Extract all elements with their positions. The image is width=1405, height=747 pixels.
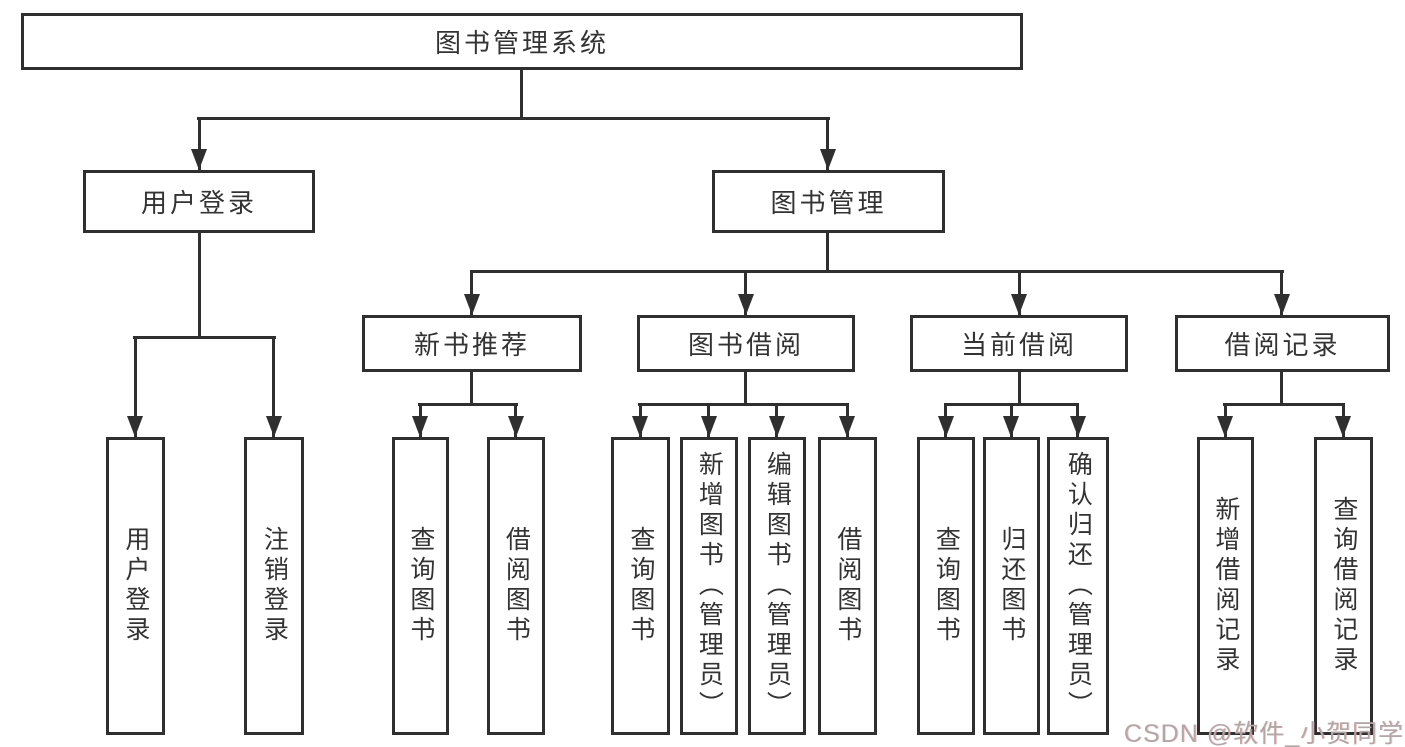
leaf-label: 借阅图书 [502,526,531,646]
connector-line [133,336,276,339]
leaf-add-borrow-record: 新增借阅记录 [1197,437,1254,735]
connector-line [638,403,849,406]
leaf-label: 注销登录 [260,526,289,646]
connector-line [198,233,201,337]
arrow-down-icon [1070,416,1086,437]
connector-line [744,372,747,404]
arrow-down-icon [191,149,207,170]
leaf-borrow-books: 借阅图书 [818,437,877,735]
connector-line [944,403,1079,406]
connector-line [470,372,473,404]
leaf-edit-books-admin: 编辑图书（管理员） [748,437,806,735]
connector-line [744,271,747,315]
arrow-down-icon [820,149,836,170]
connector-line [197,117,830,120]
leaf-label: 查询图书 [626,526,655,646]
connector-line [520,70,523,118]
arrow-down-icon [632,416,648,437]
connector-line [272,337,275,437]
leaf-query-books-recommend: 查询图书 [392,437,449,735]
arrow-down-icon [738,294,754,315]
connector-line [134,337,137,437]
leaf-query-borrow-record: 查询借阅记录 [1314,437,1373,735]
leaf-borrow-books-recommend: 借阅图书 [487,437,545,735]
leaf-add-books-admin: 新增图书（管理员） [680,437,738,735]
node-book-borrow: 图书借阅 [637,315,855,372]
leaf-query-books-borrow: 查询图书 [611,437,670,735]
arrow-down-icon [127,416,143,437]
arrow-down-icon [508,416,524,437]
arrow-down-icon [266,416,282,437]
node-new-book-recommend: 新书推荐 [362,315,582,372]
leaf-label: 查询借阅记录 [1329,496,1358,676]
leaf-label: 用户登录 [121,526,150,646]
arrow-down-icon [1217,416,1233,437]
leaf-label: 新增借阅记录 [1211,496,1240,676]
node-root: 图书管理系统 [21,13,1023,70]
leaf-label: 查询图书 [932,526,961,646]
leaf-return-books: 归还图书 [983,437,1040,735]
node-book-management: 图书管理 [712,170,945,233]
connector-line [198,118,201,170]
arrow-down-icon [701,416,717,437]
leaf-label: 归还图书 [997,526,1026,646]
arrow-down-icon [1011,294,1027,315]
leaf-user-login: 用户登录 [106,437,165,735]
arrow-down-icon [1274,294,1290,315]
connector-line [418,403,518,406]
connector-line [470,271,473,315]
connector-line [1018,271,1021,315]
arrow-down-icon [1003,416,1019,437]
arrow-down-icon [769,416,785,437]
leaf-label: 确认归还（管理员） [1064,451,1093,721]
node-borrow-records: 借阅记录 [1175,315,1390,372]
connector-line [1018,372,1021,404]
node-user-login: 用户登录 [83,170,315,233]
leaf-label: 新增图书（管理员） [695,451,724,721]
node-current-borrow: 当前借阅 [910,315,1128,372]
leaf-label: 编辑图书（管理员） [763,451,792,721]
connector-line [826,118,829,170]
arrow-down-icon [412,416,428,437]
arrow-down-icon [1335,416,1351,437]
connector-line [826,233,829,271]
connector-line [1280,372,1283,404]
leaf-label: 借阅图书 [833,526,862,646]
watermark: CSDN @软件_小贺同学 [1123,720,1404,747]
leaf-confirm-return-admin: 确认归还（管理员） [1047,437,1109,735]
arrow-down-icon [464,294,480,315]
connector-line [1223,403,1345,406]
arrow-down-icon [938,416,954,437]
connector-line [1280,271,1283,315]
connector-line [470,270,1284,273]
leaf-label: 查询图书 [406,526,435,646]
leaf-logout: 注销登录 [244,437,304,735]
leaf-query-books-current: 查询图书 [917,437,975,735]
arrow-down-icon [839,416,855,437]
